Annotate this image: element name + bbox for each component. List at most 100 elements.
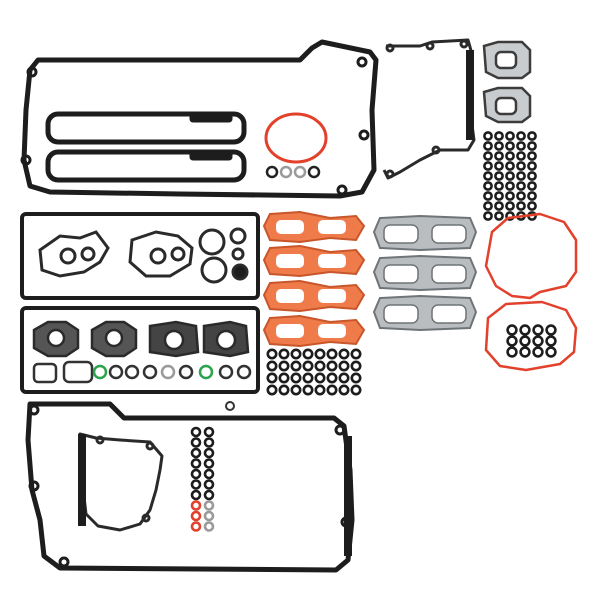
oring [494,171,504,181]
oring [190,479,202,490]
oring [516,141,526,151]
oring [203,447,215,459]
oring [326,360,338,372]
oring [190,458,202,469]
oring [516,191,526,201]
intake-gasket [262,314,366,348]
oring [203,510,215,522]
water-outlet-gaskets [482,40,532,124]
small-seals-lower-panel [32,360,252,384]
oring [190,500,202,511]
oring [483,211,493,221]
oring [545,324,557,336]
oring [506,324,518,336]
intake-gasket [262,279,366,313]
oring [203,426,215,438]
oring [527,131,537,141]
oring [483,151,493,161]
oring [483,181,493,191]
oring [290,360,302,372]
oring [516,151,526,161]
spark-plug-seals-top [45,111,247,183]
oring [527,201,537,211]
oring [266,372,278,384]
oring [494,191,504,201]
orange-oring-large-top [264,112,328,164]
oring [314,348,326,360]
oring [290,372,302,384]
oring [494,211,504,221]
red-oil-gasket-lower [484,300,578,372]
timing-cover-gasket-bottom [78,432,164,532]
oring [483,191,493,201]
oring [350,384,362,396]
oring [527,161,537,171]
oring [516,161,526,171]
gasket-port [318,254,346,268]
oring [516,201,526,211]
oring [505,191,515,201]
timing-cover-gasket-top [382,38,476,180]
oring [338,384,350,396]
oring [190,521,202,532]
gasket-port [431,224,467,244]
oring [266,348,278,360]
gasket-port [318,289,346,303]
gasket-port [383,304,419,324]
intake-gasket [262,210,366,244]
oring [190,447,202,459]
oring [203,468,215,480]
oring [516,131,526,141]
oring [494,181,504,191]
oring [350,372,362,384]
oring-grid-bottom [190,426,215,532]
oring [326,348,338,360]
oring [483,131,493,141]
oring [278,372,290,384]
oring [302,384,314,396]
oring [519,346,531,358]
oring [545,346,557,358]
oring [516,181,526,191]
gasket-port [276,324,304,338]
oring [266,360,278,372]
oring [532,346,544,358]
oring [494,151,504,161]
oring [203,458,215,469]
oring [505,181,515,191]
oring [527,191,537,201]
oring [483,161,493,171]
oring [505,131,515,141]
oring [505,141,515,151]
oring [494,141,504,151]
oring [203,500,215,511]
oring [350,348,362,360]
oring [266,384,278,396]
oring-grid-top-right [483,131,537,221]
gasket-port [318,324,346,338]
oring [290,384,302,396]
small-ring-single [225,401,235,411]
oring [527,171,537,181]
oring [519,335,531,347]
oring-rows-middle [266,348,362,396]
oring [505,151,515,161]
gasket-port [431,264,467,284]
oring [314,372,326,384]
exhaust-manifold-gaskets-steel [372,214,478,332]
oring [506,346,518,358]
oring [338,348,350,360]
valve-cover-gasket-bottom [25,401,355,573]
oring [527,141,537,151]
oring [278,348,290,360]
oring [326,372,338,384]
oring [527,151,537,161]
exhaust-gasket-shapes-lower [32,320,250,358]
oring [505,211,515,221]
oring [527,181,537,191]
oring [516,171,526,181]
oring [203,489,215,501]
oring [203,437,215,448]
oring [278,360,290,372]
